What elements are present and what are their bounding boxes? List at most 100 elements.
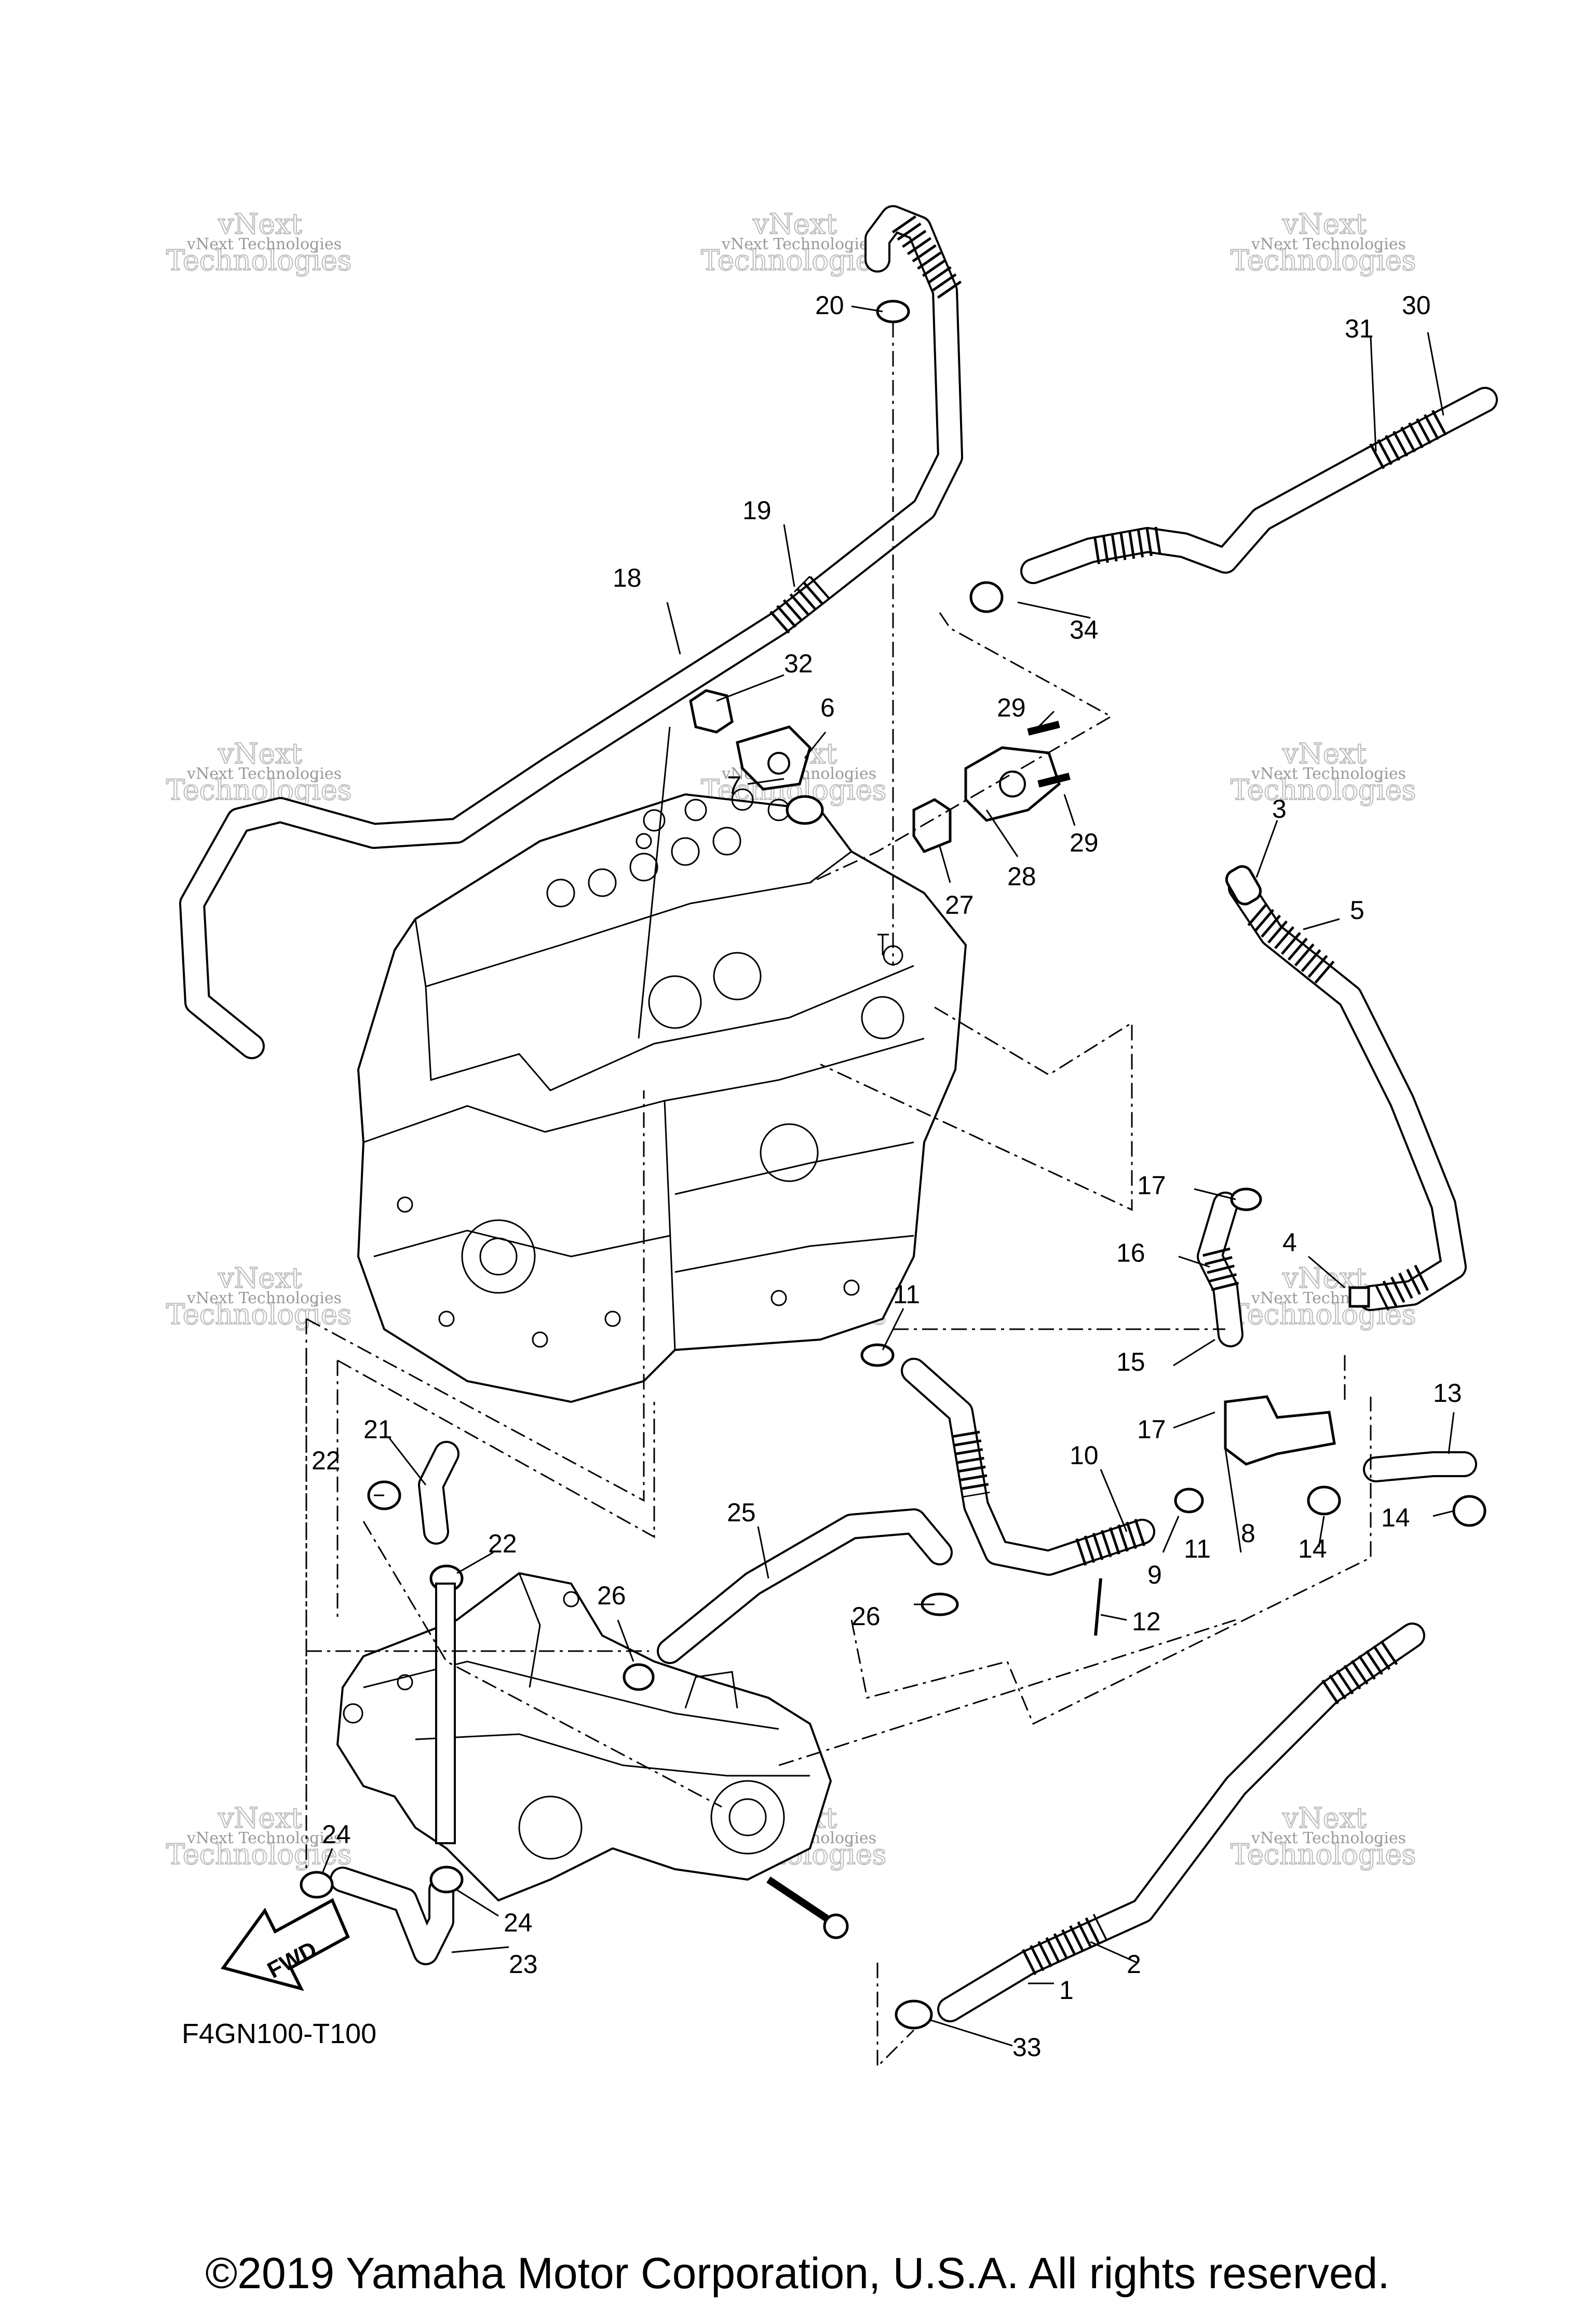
callout-27: 27 <box>945 890 974 920</box>
leader-lines <box>321 305 1455 2047</box>
callout-31: 31 <box>1345 314 1374 343</box>
watermark: vNext Technologies vNext Technologies <box>1230 1801 1416 1871</box>
callout-1: 1 <box>1059 1976 1074 2005</box>
hose-clamp-icon <box>860 1343 895 1367</box>
lower-housing <box>336 1572 832 1902</box>
callout-13: 13 <box>1433 1379 1462 1408</box>
svg-text:Technologies: Technologies <box>166 1838 352 1871</box>
hose-clamp-icon <box>429 1866 464 1894</box>
watermarks: vNext Technologies vNext Technologies vN… <box>166 207 1416 1871</box>
svg-text:vNext Technologies: vNext Technologies <box>721 235 876 253</box>
fwd-arrow-icon: FWD <box>221 1898 350 1991</box>
svg-text:vNext Technologies: vNext Technologies <box>1251 765 1406 783</box>
svg-text:Technologies: Technologies <box>1231 774 1416 806</box>
callout-11a: 11 <box>893 1280 920 1309</box>
callout-17b: 17 <box>1137 1415 1166 1444</box>
hose-clamp-icon <box>1307 1485 1341 1516</box>
callout-15: 15 <box>1116 1347 1145 1376</box>
callout-7: 7 <box>727 771 741 800</box>
svg-text:Technologies: Technologies <box>701 244 886 277</box>
callouts: 20 19 18 32 6 7 29 29 28 27 34 31 30 3 5… <box>312 291 1462 2062</box>
callout-3: 3 <box>1272 794 1287 823</box>
callout-30: 30 <box>1402 291 1431 320</box>
watermark: vNext Technologies vNext Technologies <box>1230 207 1416 277</box>
fitting-icon <box>736 725 812 791</box>
engine-block <box>357 788 967 1403</box>
callout-25: 25 <box>727 1498 756 1527</box>
cable-tie-icon <box>1094 1578 1102 1636</box>
callout-8: 8 <box>1241 1519 1255 1548</box>
hose-clamp-icon <box>1452 1495 1486 1527</box>
svg-text:vNext: vNext <box>1282 1802 1367 1834</box>
svg-text:vNext: vNext <box>218 1262 302 1294</box>
svg-text:vNext Technologies: vNext Technologies <box>186 765 342 783</box>
svg-text:vNext Technologies: vNext Technologies <box>1251 1829 1406 1847</box>
watermark: vNext Technologies vNext Technologies <box>166 207 352 277</box>
callout-16: 16 <box>1116 1238 1145 1267</box>
callout-2: 2 <box>1127 1950 1141 1979</box>
callout-24b: 24 <box>504 1908 533 1937</box>
callout-17a: 17 <box>1137 1171 1166 1200</box>
thermostat-cover-icon <box>964 746 1061 822</box>
callout-22b: 22 <box>488 1529 517 1558</box>
callout-26b: 26 <box>851 1602 881 1631</box>
hose-clamp-icon <box>1230 1187 1262 1211</box>
bolt-icon <box>766 1876 849 1939</box>
svg-text:vNext Technologies: vNext Technologies <box>186 1829 342 1847</box>
callout-21: 21 <box>363 1415 393 1444</box>
callout-20: 20 <box>815 291 844 320</box>
callout-33: 33 <box>1012 2033 1042 2062</box>
hose-clamp-icon <box>895 1999 933 2030</box>
callout-34: 34 <box>1070 615 1099 644</box>
callout-23: 23 <box>509 1950 538 1979</box>
watermark: vNext Technologies vNext Technologies <box>700 207 887 277</box>
callout-24a: 24 <box>322 1820 351 1849</box>
phantom-lines <box>305 322 1372 2069</box>
callout-18: 18 <box>613 563 642 592</box>
svg-text:vNext: vNext <box>1282 737 1367 770</box>
callout-22a: 22 <box>312 1446 341 1475</box>
svg-text:vNext Technologies: vNext Technologies <box>186 1289 342 1307</box>
callout-14b: 14 <box>1381 1503 1410 1532</box>
svg-text:vNext: vNext <box>752 208 837 240</box>
gasket-icon <box>786 795 824 825</box>
callout-4: 4 <box>1282 1228 1297 1257</box>
svg-text:vNext Technologies: vNext Technologies <box>186 235 342 253</box>
callout-29b: 29 <box>1070 828 1099 857</box>
watermark: vNext Technologies vNext Technologies <box>1230 737 1416 807</box>
hose-clamp-icon <box>623 1663 655 1691</box>
callout-14a: 14 <box>1298 1534 1327 1563</box>
callout-11b: 11 <box>1184 1534 1211 1563</box>
hose-fitting-icon <box>1225 865 1262 906</box>
callout-5: 5 <box>1350 896 1364 925</box>
cap-icon <box>689 689 734 734</box>
watermark: vNext Technologies vNext Technologies <box>166 1261 352 1331</box>
callout-32: 32 <box>784 649 813 678</box>
hose-clamp-icon <box>969 581 1004 613</box>
callout-6: 6 <box>820 693 835 722</box>
copyright-notice: ©2019 Yamaha Motor Corporation, U.S.A. A… <box>205 2249 1390 2298</box>
fitting-icon <box>1224 1395 1336 1466</box>
svg-text:vNext: vNext <box>218 208 302 240</box>
svg-text:Technologies: Technologies <box>1231 1838 1416 1871</box>
svg-text:Technologies: Technologies <box>1231 244 1416 277</box>
svg-text:vNext: vNext <box>218 737 302 770</box>
thermostat-icon <box>912 798 952 854</box>
clip-icon <box>1348 1286 1370 1308</box>
callout-26a: 26 <box>597 1581 626 1610</box>
callout-29a: 29 <box>997 693 1026 722</box>
callout-10: 10 <box>1070 1441 1099 1470</box>
callout-12: 12 <box>1132 1607 1161 1636</box>
svg-text:vNext: vNext <box>218 1802 302 1834</box>
pipe-icon <box>435 1583 456 1844</box>
svg-text:vNext: vNext <box>1282 208 1367 240</box>
small-parts <box>300 300 1486 2030</box>
hose-clamp-icon <box>1174 1488 1204 1514</box>
bolt-icon <box>1027 721 1071 788</box>
svg-text:Technologies: Technologies <box>166 244 352 277</box>
hoses <box>179 205 1498 2022</box>
svg-text:vNext Technologies: vNext Technologies <box>1251 235 1406 253</box>
svg-text:Technologies: Technologies <box>166 1298 352 1331</box>
watermark: vNext Technologies vNext Technologies <box>166 1801 352 1871</box>
